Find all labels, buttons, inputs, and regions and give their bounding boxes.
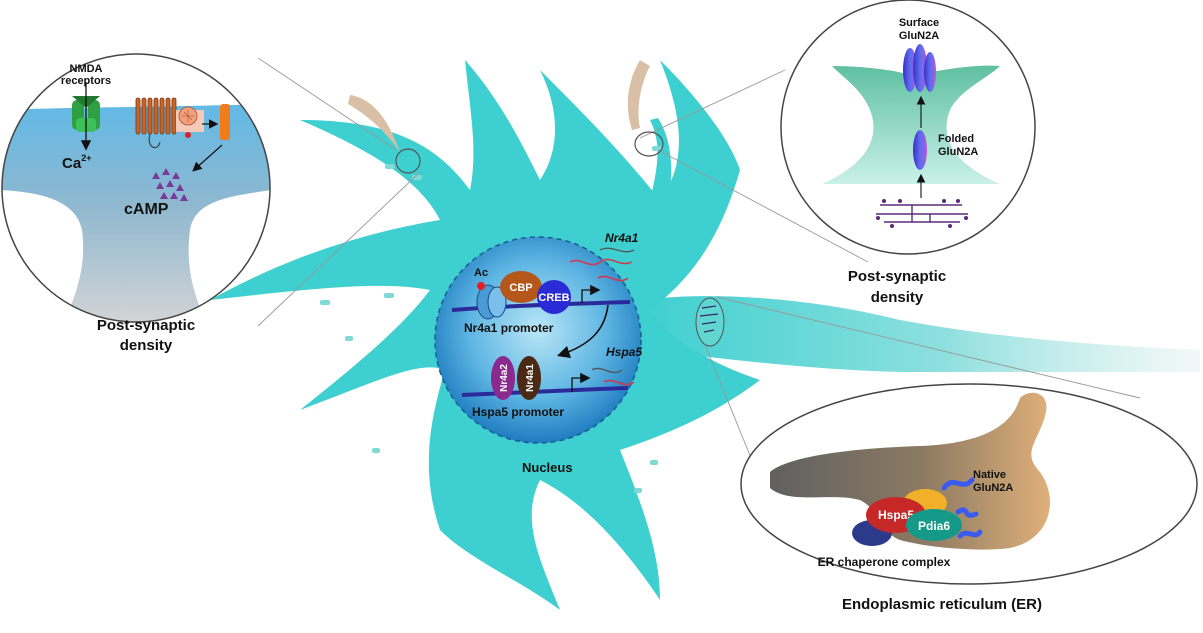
er-complex-label: ER chaperone complex [818, 555, 951, 569]
hspa5-mrna-2 [603, 379, 635, 386]
native-gluN2A-3 [957, 529, 983, 539]
folded-label-2: GluN2A [938, 146, 978, 158]
surface-gluN2A-3 [924, 52, 936, 92]
camp-label: cAMP [124, 201, 169, 218]
folded-label-1: Folded [938, 133, 974, 145]
left-inset: NMDA receptors Ca2+ cAMP [1, 53, 271, 323]
surface-label-1: Surface [899, 17, 939, 29]
native-gluN2A-1 [941, 477, 975, 491]
ac-label: Ac [474, 267, 488, 279]
histone-2 [487, 286, 507, 318]
nr4a1-mrna-1 [569, 258, 633, 266]
left-bouton-axon [348, 95, 400, 152]
camp-molecules [152, 168, 188, 201]
left-caption-2: density [120, 337, 173, 354]
nmda-label-1: NMDA [70, 63, 103, 75]
hspa5-label: Hspa5 [878, 508, 914, 522]
gpcr-tail [148, 133, 161, 149]
nr4a1-dna [451, 300, 631, 312]
induction-arrow [556, 304, 609, 359]
right-caption-2: density [871, 289, 924, 306]
native-label-1: Native [973, 469, 1006, 481]
nr4a1-protein-label: Nr4a1 [525, 364, 536, 392]
cbp-label: CBP [509, 282, 532, 294]
hspa5-promoter-label: Hspa5 promoter [472, 405, 564, 419]
surface-gluN2A-1 [903, 48, 917, 92]
nr4a2-label: Nr4a2 [499, 364, 510, 392]
cbp-protein [500, 271, 542, 303]
axon [640, 296, 1200, 372]
right-bouton-axon [627, 60, 650, 130]
er-ribosomes [876, 199, 968, 228]
nr4a1-gene-label: Nr4a1 [605, 231, 639, 245]
er-membrane [876, 204, 968, 223]
er-lumen [770, 392, 1050, 550]
zoom-lines [257, 57, 1141, 481]
creb-protein [537, 280, 571, 314]
right-spine [822, 65, 1000, 184]
nr4a1-gene-mrna [599, 247, 635, 253]
creb-label: CREB [538, 292, 569, 304]
nucleus: Ac CBP CREB Nr4a1 Nr4a1 promoter Nr4a2 N… [434, 231, 642, 475]
native-label-2: GluN2A [973, 482, 1013, 494]
native-gluN2A-2 [955, 507, 979, 518]
hspa5-mrna-1 [591, 367, 623, 374]
left-caption-1: Post-synaptic [97, 317, 195, 334]
pdia6-chaperone [906, 509, 962, 541]
gtp-dot [185, 132, 191, 138]
axon-er-marker [695, 297, 725, 347]
er-inset: Hspa5 Pdia6 Native GluN2A ER chaperone c… [740, 383, 1198, 585]
er-caption: Endoplasmic reticulum (ER) [842, 596, 1042, 613]
right-inset: Surface GluN2A Folded GluN2A [780, 0, 1036, 255]
hspa5-tss-arrow [571, 372, 591, 392]
gpcr-receptor [135, 97, 177, 135]
calcium-label: Ca2+ [62, 153, 91, 172]
dendrite-upper-right [650, 118, 672, 205]
pdia6-label: Pdia6 [918, 519, 950, 533]
dendrite-lower [466, 430, 510, 540]
nr4a2-protein [491, 356, 515, 400]
camp-effector [220, 104, 230, 140]
nr4a1-tss-arrow [581, 284, 601, 303]
surface-gluN2A-2 [913, 44, 927, 92]
nr4a1-promoter-label: Nr4a1 promoter [464, 321, 554, 335]
right-caption-1: Post-synaptic [848, 268, 946, 285]
hspa5-gene-label: Hspa5 [606, 345, 642, 359]
hspa5-dna [461, 386, 629, 397]
nr4a1-mrna-2 [597, 275, 629, 282]
acetyl-dot [477, 282, 485, 290]
nr4a1-protein [517, 356, 541, 400]
right-zoom-marker [634, 131, 664, 157]
surface-label-2: GluN2A [899, 30, 939, 42]
left-zoom-marker [395, 148, 421, 174]
nucleus-label: Nucleus [522, 460, 573, 475]
nmda-label-2: receptors [61, 75, 111, 87]
camp-arrow [192, 144, 223, 172]
folded-gluN2A [913, 130, 927, 170]
